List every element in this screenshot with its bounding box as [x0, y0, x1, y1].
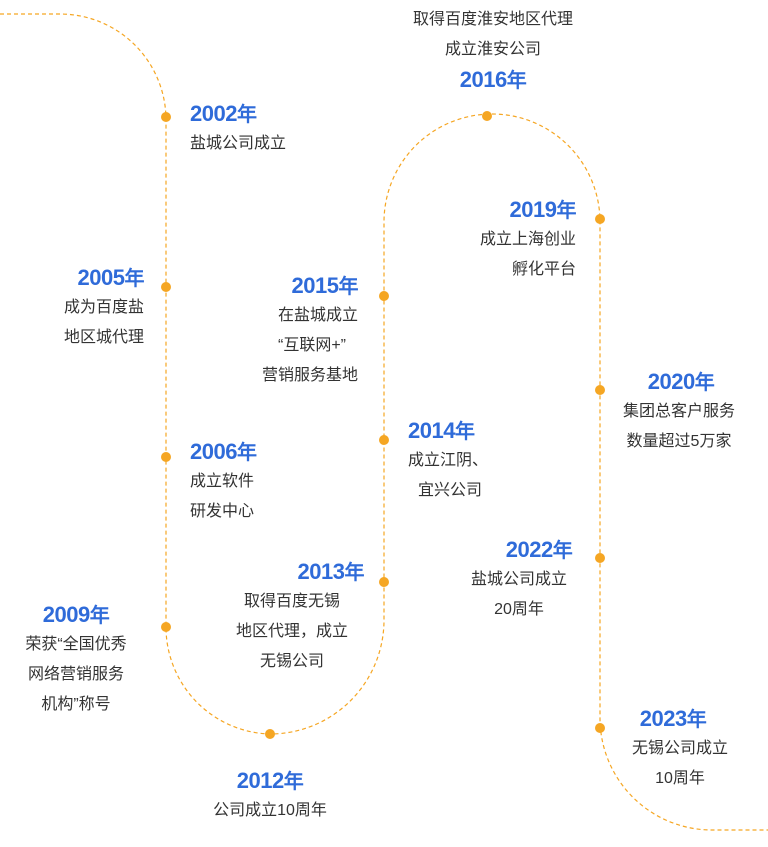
- event-2012: 2012年 公司成立10周年: [170, 766, 370, 826]
- event-2005: 2005年 成为百度盐 地区城代理: [63, 263, 145, 353]
- event-year: 2005年: [64, 263, 145, 293]
- timeline-dot: [595, 214, 605, 224]
- year-number: 2005: [77, 265, 125, 290]
- year-suffix: 年: [686, 707, 707, 731]
- timeline-dot: [379, 291, 389, 301]
- event-desc-line: 荣获“全国优秀: [25, 636, 127, 653]
- event-year: 2002年: [190, 99, 286, 129]
- event-desc-line: 宜兴公司: [418, 482, 483, 499]
- event-desc-line: 无锡公司成立: [631, 740, 728, 757]
- timeline-dot: [265, 729, 275, 739]
- event-2015: 2015年 在盐城成立 “互联网+” 营销服务基地: [261, 271, 359, 391]
- year-suffix: 年: [89, 603, 110, 627]
- event-2002: 2002年 盐城公司成立: [190, 99, 286, 159]
- year-suffix: 年: [124, 266, 145, 290]
- event-desc-line: 地区代理，成立: [235, 623, 348, 640]
- year-suffix: 年: [694, 370, 715, 394]
- timeline-dot: [379, 435, 389, 445]
- event-desc-line: 集团总客户服务: [622, 403, 735, 420]
- event-desc-line: “互联网+”: [277, 337, 346, 354]
- event-year: 2015年: [262, 271, 359, 301]
- year-number: 2020: [647, 369, 695, 394]
- event-desc-line: 机构”称号: [41, 696, 111, 713]
- year-suffix: 年: [506, 68, 527, 92]
- event-desc-line: 盐城公司成立: [470, 571, 567, 588]
- timeline-dot: [482, 111, 492, 121]
- year-number: 2002: [190, 101, 237, 126]
- event-desc-line: 20周年: [494, 601, 544, 618]
- event-desc-line: 数量超过5万家: [626, 433, 732, 450]
- event-desc-line: 研发中心: [190, 503, 255, 520]
- timeline-dot: [595, 385, 605, 395]
- event-desc-line: 在盐城成立: [277, 307, 358, 324]
- event-desc-line: 孵化平台: [511, 261, 576, 278]
- event-desc-line: 盐城公司成立: [190, 135, 287, 152]
- event-desc-line: 公司成立10周年: [213, 802, 327, 819]
- event-desc-line: 取得百度淮安地区代理: [412, 11, 573, 28]
- event-year: 2019年: [480, 195, 577, 225]
- year-number: 2022: [505, 537, 553, 562]
- event-desc-line: 成立软件: [190, 473, 255, 490]
- event-2014: 2014年 成立江阴、 宜兴公司: [408, 416, 488, 506]
- year-number: 2013: [297, 559, 345, 584]
- event-year: 2012年: [170, 766, 370, 796]
- year-suffix: 年: [344, 560, 365, 584]
- year-number: 2009: [42, 602, 90, 627]
- event-desc-line: 地区城代理: [63, 329, 144, 346]
- event-year: 2020年: [608, 367, 750, 397]
- timeline-dot: [161, 622, 171, 632]
- event-2023: 2023年 无锡公司成立 10周年: [612, 704, 748, 794]
- timeline-dots: [161, 111, 605, 739]
- event-2009: 2009年 荣获“全国优秀 网络营销服务 机构”称号: [0, 600, 152, 720]
- event-2006: 2006年 成立软件 研发中心: [190, 437, 257, 527]
- year-number: 2023: [639, 706, 687, 731]
- year-suffix: 年: [454, 419, 475, 443]
- event-desc-line: 成立淮安公司: [444, 41, 541, 58]
- year-suffix: 年: [552, 538, 573, 562]
- year-suffix: 年: [236, 102, 257, 126]
- year-number: 2006: [190, 439, 237, 464]
- event-year: 2013年: [214, 557, 370, 587]
- year-suffix: 年: [283, 769, 304, 793]
- event-desc-line: 成立上海创业: [479, 231, 576, 248]
- year-number: 2015: [291, 273, 339, 298]
- event-year: 2023年: [612, 704, 748, 734]
- event-year: 2016年: [393, 65, 593, 95]
- year-number: 2016: [459, 67, 507, 92]
- event-desc-line: 网络营销服务: [27, 666, 124, 683]
- timeline-dot: [595, 553, 605, 563]
- event-desc-line: 成为百度盐: [63, 299, 144, 316]
- event-desc-line: 10周年: [655, 770, 705, 787]
- event-year: 2014年: [408, 416, 488, 446]
- year-suffix: 年: [338, 274, 359, 298]
- timeline-dot: [161, 452, 171, 462]
- event-year: 2022年: [456, 535, 582, 565]
- year-number: 2012: [236, 768, 284, 793]
- timeline-dot: [595, 723, 605, 733]
- year-suffix: 年: [236, 440, 257, 464]
- event-desc-line: 营销服务基地: [261, 367, 358, 384]
- timeline-dot: [161, 112, 171, 122]
- event-2020: 2020年 集团总客户服务 数量超过5万家: [608, 367, 750, 457]
- year-number: 2019: [509, 197, 557, 222]
- event-2013: 2013年 取得百度无锡 地区代理，成立 无锡公司: [214, 557, 370, 677]
- timeline-dot: [379, 577, 389, 587]
- year-number: 2014: [408, 418, 455, 443]
- event-desc-line: 取得百度无锡: [243, 593, 340, 610]
- event-desc-line: 无锡公司: [259, 653, 324, 670]
- timeline-dot: [161, 282, 171, 292]
- event-2016: 取得百度淮安地区代理 成立淮安公司 2016年: [393, 5, 593, 95]
- event-desc-line: 成立江阴、: [408, 452, 489, 469]
- event-year: 2009年: [0, 600, 152, 630]
- event-2019: 2019年 成立上海创业 孵化平台: [479, 195, 577, 285]
- event-year: 2006年: [190, 437, 257, 467]
- event-2022: 2022年 盐城公司成立 20周年: [456, 535, 582, 625]
- year-suffix: 年: [556, 198, 577, 222]
